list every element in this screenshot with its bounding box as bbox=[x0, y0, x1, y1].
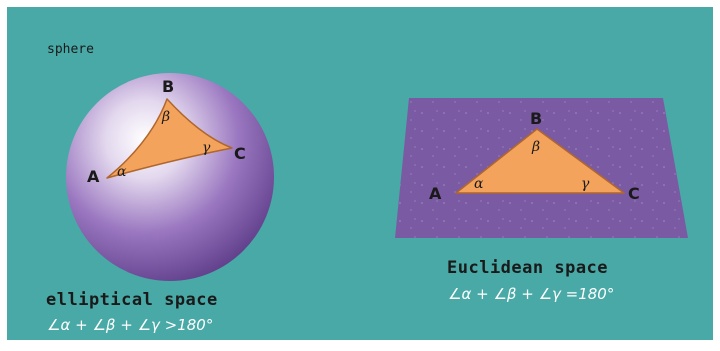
plane-angle-alpha: α bbox=[474, 176, 484, 192]
euclidean-triangle bbox=[455, 128, 625, 194]
sphere-label: sphere bbox=[47, 42, 94, 57]
spherical-triangle bbox=[106, 98, 233, 179]
sphere-angle-beta: β bbox=[161, 109, 170, 125]
elliptical-formula: ∠α + ∠β + ∠γ >180° bbox=[47, 316, 214, 334]
plane-vertex-a: A bbox=[429, 184, 442, 203]
sphere-angle-gamma: γ bbox=[202, 140, 211, 156]
plane-vertex-b: B bbox=[530, 109, 542, 128]
sphere-vertex-b: B bbox=[162, 77, 174, 96]
euclidean-caption: Euclidean space bbox=[447, 258, 609, 278]
sphere-shape bbox=[66, 73, 274, 281]
sphere-vertex-a: A bbox=[87, 167, 100, 186]
sphere-vertex-c: C bbox=[234, 144, 246, 163]
plane-vertex-c: C bbox=[628, 184, 640, 203]
plane-angle-gamma: γ bbox=[581, 176, 590, 192]
sphere-angle-alpha: α bbox=[117, 164, 127, 180]
plane-angle-beta: β bbox=[531, 139, 540, 155]
euclidean-formula: ∠α + ∠β + ∠γ =180° bbox=[448, 285, 615, 303]
elliptical-caption: elliptical space bbox=[46, 290, 218, 310]
